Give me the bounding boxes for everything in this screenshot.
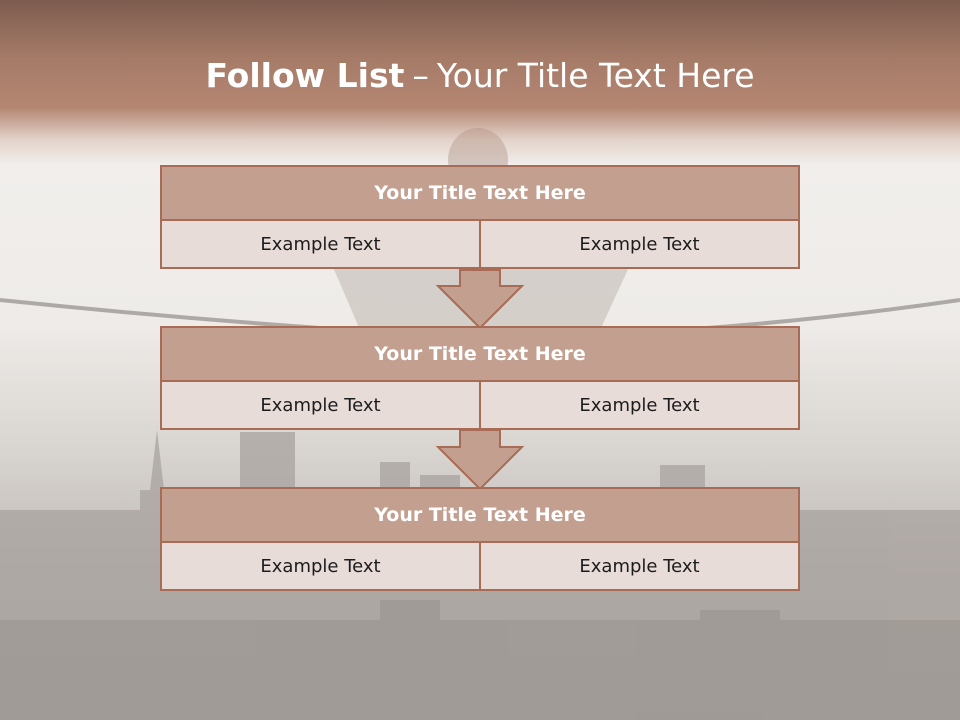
row-cell-right: Example Text: [481, 541, 800, 591]
slide-title-separator: –: [412, 56, 429, 95]
header-band: [0, 0, 960, 165]
row-title: Your Title Text Here: [160, 165, 800, 221]
list-row-2: Your Title Text Here Example Text Exampl…: [160, 326, 800, 430]
row-cells: Example Text Example Text: [160, 541, 800, 591]
row-cell-right: Example Text: [481, 219, 800, 269]
slide-title: Follow List–Your Title Text Here: [0, 54, 960, 98]
row-title: Your Title Text Here: [160, 326, 800, 382]
row-cell-right: Example Text: [481, 380, 800, 430]
slide-title-bold: Follow List: [205, 56, 405, 95]
row-cell-left: Example Text: [160, 219, 481, 269]
row-cells: Example Text Example Text: [160, 380, 800, 430]
list-row-1: Your Title Text Here Example Text Exampl…: [160, 165, 800, 269]
down-arrow-icon: [435, 429, 525, 491]
down-arrow-icon: [435, 269, 525, 330]
row-cells: Example Text Example Text: [160, 219, 800, 269]
slide-title-rest: Your Title Text Here: [436, 56, 755, 95]
row-cell-left: Example Text: [160, 541, 481, 591]
row-title: Your Title Text Here: [160, 487, 800, 543]
list-row-3: Your Title Text Here Example Text Exampl…: [160, 487, 800, 591]
row-cell-left: Example Text: [160, 380, 481, 430]
